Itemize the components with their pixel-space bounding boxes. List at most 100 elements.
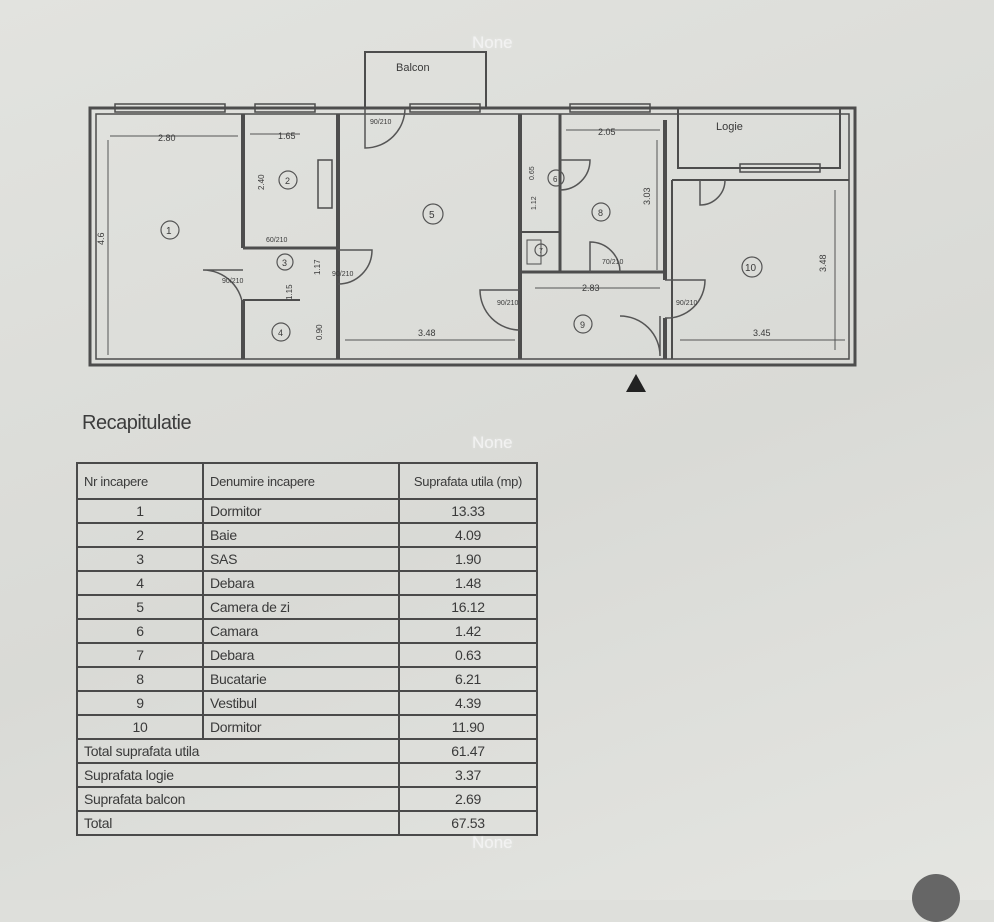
dim-1-65: 1.65: [278, 131, 296, 141]
room-circle-8: [591, 202, 611, 222]
room-number-3: 3: [282, 258, 287, 268]
room-circle-10: [741, 256, 763, 278]
total-label: Total: [76, 810, 400, 836]
inner-wall-line: [95, 113, 850, 360]
room-number-7: 7: [539, 248, 543, 255]
dim-1-17: 1.17: [313, 259, 322, 275]
dim-3-48-side: 3.48: [818, 254, 828, 272]
room-nr: 5: [76, 594, 204, 620]
total-label: Suprafata balcon: [76, 786, 400, 812]
room-area: 13.33: [398, 498, 538, 524]
room-name: Dormitor: [202, 498, 400, 524]
table-row: 2 Baie 4.09: [76, 522, 538, 548]
table-row: 6 Camara 1.42: [76, 618, 538, 644]
dim-2-05: 2.05: [598, 127, 616, 137]
room-name: Camera de zi: [202, 594, 400, 620]
room-area: 1.42: [398, 618, 538, 644]
room-nr: 8: [76, 666, 204, 692]
room-name: Vestibul: [202, 690, 400, 716]
total-value: 61.47: [398, 738, 538, 764]
room-circle-3: [276, 253, 294, 271]
window-8: [569, 103, 651, 113]
total-row: Suprafata logie 3.37: [76, 762, 538, 788]
room-number-5: 5: [429, 210, 435, 221]
room-area: 4.39: [398, 690, 538, 716]
room-name: Debara: [202, 642, 400, 668]
table-header-row: Nr incapere Denumire incapere Suprafata …: [76, 462, 538, 500]
shelf-7: [526, 239, 542, 265]
window-2: [254, 103, 316, 113]
room-nr: 1: [76, 498, 204, 524]
door-9-left: [479, 289, 521, 331]
dim-1-15: 1.15: [285, 284, 294, 300]
watermark-middle: None: [472, 433, 513, 452]
room-name: Bucatarie: [202, 666, 400, 692]
bathtub: [317, 159, 333, 209]
door-label-1: 90/210: [222, 278, 244, 285]
dim-0-90: 0.90: [315, 324, 324, 340]
dim-3-03: 3.03: [642, 187, 652, 205]
total-row: Total suprafata utila 61.47: [76, 738, 538, 764]
corner-badge: [912, 874, 960, 922]
room-number-10: 10: [745, 263, 757, 274]
door-8: [589, 241, 621, 273]
room-circle-5: [422, 203, 444, 225]
room-name: Baie: [202, 522, 400, 548]
room-nr: 9: [76, 690, 204, 716]
door-balcony: [364, 107, 406, 149]
room-circle-4: [271, 322, 291, 342]
door-label-5: 90/210: [332, 271, 354, 278]
table-row: 5 Camera de zi 16.12: [76, 594, 538, 620]
door-6: [559, 159, 591, 191]
room-nr: 7: [76, 642, 204, 668]
balcony-label: Balcon: [396, 62, 430, 74]
watermark-bottom: None: [472, 833, 513, 852]
room-circle-6: [547, 169, 565, 187]
total-value: 3.37: [398, 762, 538, 788]
total-value: 67.53: [398, 810, 538, 836]
room-area: 1.90: [398, 546, 538, 572]
table-row: 10 Dormitor 11.90: [76, 714, 538, 740]
total-row: Suprafata balcon 2.69: [76, 786, 538, 812]
door-label-2: 60/210: [266, 237, 288, 244]
header-name: Denumire incapere: [202, 462, 400, 500]
entrance-door: [619, 315, 661, 357]
recap-title: Recapitulatie: [82, 412, 192, 434]
room-name: SAS: [202, 546, 400, 572]
door-9-right: [664, 279, 706, 319]
recap-table: Nr incapere Denumire incapere Suprafata …: [76, 462, 538, 836]
room-number-2: 2: [285, 176, 290, 186]
dim-2-40: 2.40: [257, 174, 266, 190]
dim-3-45: 3.45: [753, 328, 771, 338]
logia-outline: [677, 108, 841, 169]
room-circle-1: [160, 220, 180, 240]
table-row: 3 SAS 1.90: [76, 546, 538, 572]
header-nr: Nr incapere: [76, 462, 204, 500]
dim-3-48-bottom: 3.48: [418, 328, 436, 338]
table-row: 7 Debara 0.63: [76, 642, 538, 668]
room-nr: 3: [76, 546, 204, 572]
room-circle-9: [573, 314, 593, 334]
room-nr: 10: [76, 714, 204, 740]
outer-wall: [88, 106, 857, 367]
balcony-outline: [364, 51, 487, 108]
door-1: [202, 269, 244, 311]
room-circle-2: [278, 170, 298, 190]
room-name: Dormitor: [202, 714, 400, 740]
room-area: 4.09: [398, 522, 538, 548]
room-number-6: 6: [553, 175, 558, 184]
dim-2-80: 2.80: [158, 133, 176, 143]
dim-2-83: 2.83: [582, 283, 600, 293]
dim-0-65: 0.65: [529, 166, 536, 180]
room-name: Camara: [202, 618, 400, 644]
room-number-8: 8: [598, 208, 603, 218]
entrance-arrow-icon: [626, 374, 646, 392]
window-5: [409, 103, 481, 113]
table-row: 4 Debara 1.48: [76, 570, 538, 596]
total-label: Total suprafata utila: [76, 738, 400, 764]
door-5: [337, 249, 373, 285]
room-area: 1.48: [398, 570, 538, 596]
door-label-9-left: 90/210: [497, 300, 519, 307]
door-label-9-right: 90/210: [676, 300, 698, 307]
total-row: Total 67.53: [76, 810, 538, 836]
